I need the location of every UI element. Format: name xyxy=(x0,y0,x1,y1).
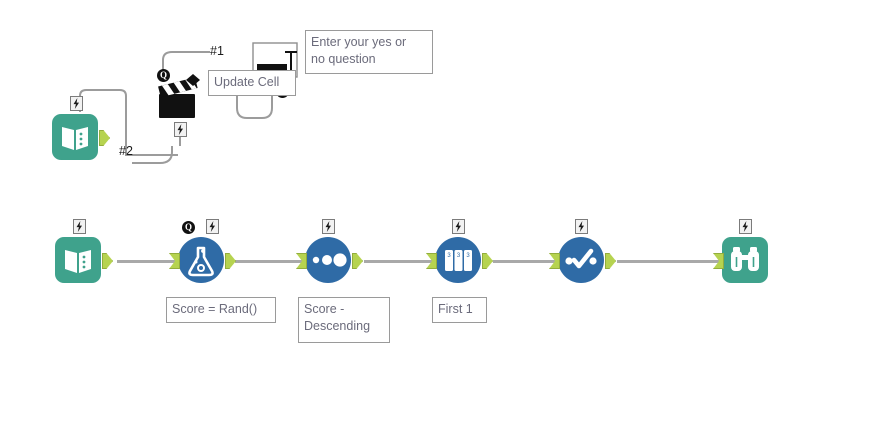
node-body-reader[interactable] xyxy=(55,237,101,283)
node-output-port[interactable] xyxy=(102,253,113,269)
port-label-2: #2 xyxy=(119,144,133,158)
annotation-sorter[interactable]: Score - Descending xyxy=(298,297,390,343)
question-badge[interactable]: Q xyxy=(182,221,195,234)
svg-text:3: 3 xyxy=(457,253,461,259)
question-badge[interactable]: Q xyxy=(157,69,170,82)
flask-icon xyxy=(188,246,214,277)
open-book-icon xyxy=(62,127,88,150)
svg-text:3: 3 xyxy=(466,253,470,259)
three-columns-icon: 3 3 3 xyxy=(445,250,472,271)
node-body-math-formula[interactable] xyxy=(178,237,224,283)
open-book-icon xyxy=(65,250,91,273)
clapperboard-icon[interactable] xyxy=(155,68,207,120)
flow-variable-icon[interactable] xyxy=(73,219,86,234)
node-body-viewer[interactable] xyxy=(722,237,768,283)
node-body-row-filter[interactable]: 3 3 3 xyxy=(435,237,481,283)
connection-line[interactable] xyxy=(617,260,722,263)
node-output-port[interactable] xyxy=(605,253,616,269)
flow-variable-icon[interactable] xyxy=(206,219,219,234)
three-dots-sorter-icon xyxy=(312,253,347,267)
binoculars-icon xyxy=(731,247,759,271)
node-body-sorter[interactable] xyxy=(305,237,351,283)
annotation-update-cell[interactable]: Update Cell xyxy=(208,70,296,96)
flow-variable-icon[interactable] xyxy=(70,96,83,111)
checkmark-dots-icon xyxy=(565,248,597,269)
flow-variable-icon[interactable] xyxy=(322,219,335,234)
node-output-port[interactable] xyxy=(482,253,493,269)
connection-line[interactable] xyxy=(117,260,177,263)
port-label-1: #1 xyxy=(210,44,224,58)
node-body-rule-engine[interactable] xyxy=(558,237,604,283)
node-output-port[interactable] xyxy=(352,253,363,269)
node-output-port[interactable] xyxy=(225,253,236,269)
connection-line[interactable] xyxy=(493,260,556,263)
flow-variable-icon[interactable] xyxy=(575,219,588,234)
node-output-port[interactable] xyxy=(99,130,110,146)
annotation-math-formula[interactable]: Score = Rand() xyxy=(166,297,276,323)
flow-variable-icon[interactable] xyxy=(174,122,187,137)
node-body-reader-top[interactable] xyxy=(52,114,98,160)
connection-line[interactable] xyxy=(364,260,434,263)
annotation-row-filter[interactable]: First 1 xyxy=(432,297,487,323)
svg-text:3: 3 xyxy=(447,253,451,259)
connection-line[interactable] xyxy=(235,260,303,263)
flow-variable-icon[interactable] xyxy=(452,219,465,234)
flow-variable-icon[interactable] xyxy=(739,219,752,234)
annotation-question-prompt[interactable]: Enter your yes or no question xyxy=(305,30,433,74)
